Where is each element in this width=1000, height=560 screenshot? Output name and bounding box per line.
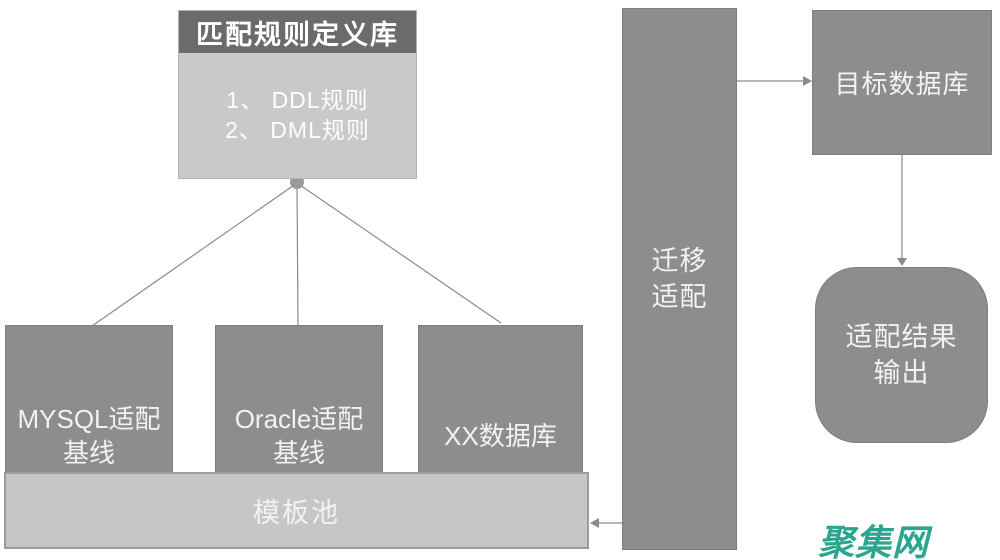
result-output-label: 适配结果 输出: [845, 321, 958, 388]
result-output-box: 适配结果 输出: [815, 267, 988, 443]
migration-adaptation-box: 迁移 适配: [622, 8, 737, 550]
rule-library-box: 匹配规则定义库 1、 DDL规则 2、 DML规则: [178, 10, 417, 179]
rule-library-title: 匹配规则定义库: [179, 11, 416, 53]
rule-library-body: 1、 DDL规则 2、 DML规则: [179, 53, 416, 178]
migration-adaptation-label: 迁移 适配: [651, 245, 708, 312]
line-rules-to-xxdb: [296, 182, 502, 324]
xx-database-label: XX数据库: [444, 421, 557, 452]
oracle-baseline-label: Oracle适配 基线: [234, 404, 364, 468]
line-rules-to-mysql: [91, 182, 298, 327]
line-rules-to-oracle: [296, 182, 299, 327]
rule-item-dml: 2、 DML规则: [225, 116, 370, 143]
template-pool-bar: 模板池: [4, 472, 589, 549]
arrow-target-to-result-head: [897, 258, 907, 266]
template-pool-label: 模板池: [253, 498, 340, 528]
watermark-text: 聚集网: [818, 522, 930, 560]
target-database-box: 目标数据库: [812, 10, 992, 155]
rule-item-ddl: 1、 DDL规则: [226, 86, 369, 113]
arrow-migration-to-target-head: [803, 76, 812, 86]
arrow-migration-to-pool-head: [590, 518, 599, 528]
mysql-baseline-label: MYSQL适配 基线: [17, 404, 161, 468]
target-database-label: 目标数据库: [834, 69, 970, 99]
